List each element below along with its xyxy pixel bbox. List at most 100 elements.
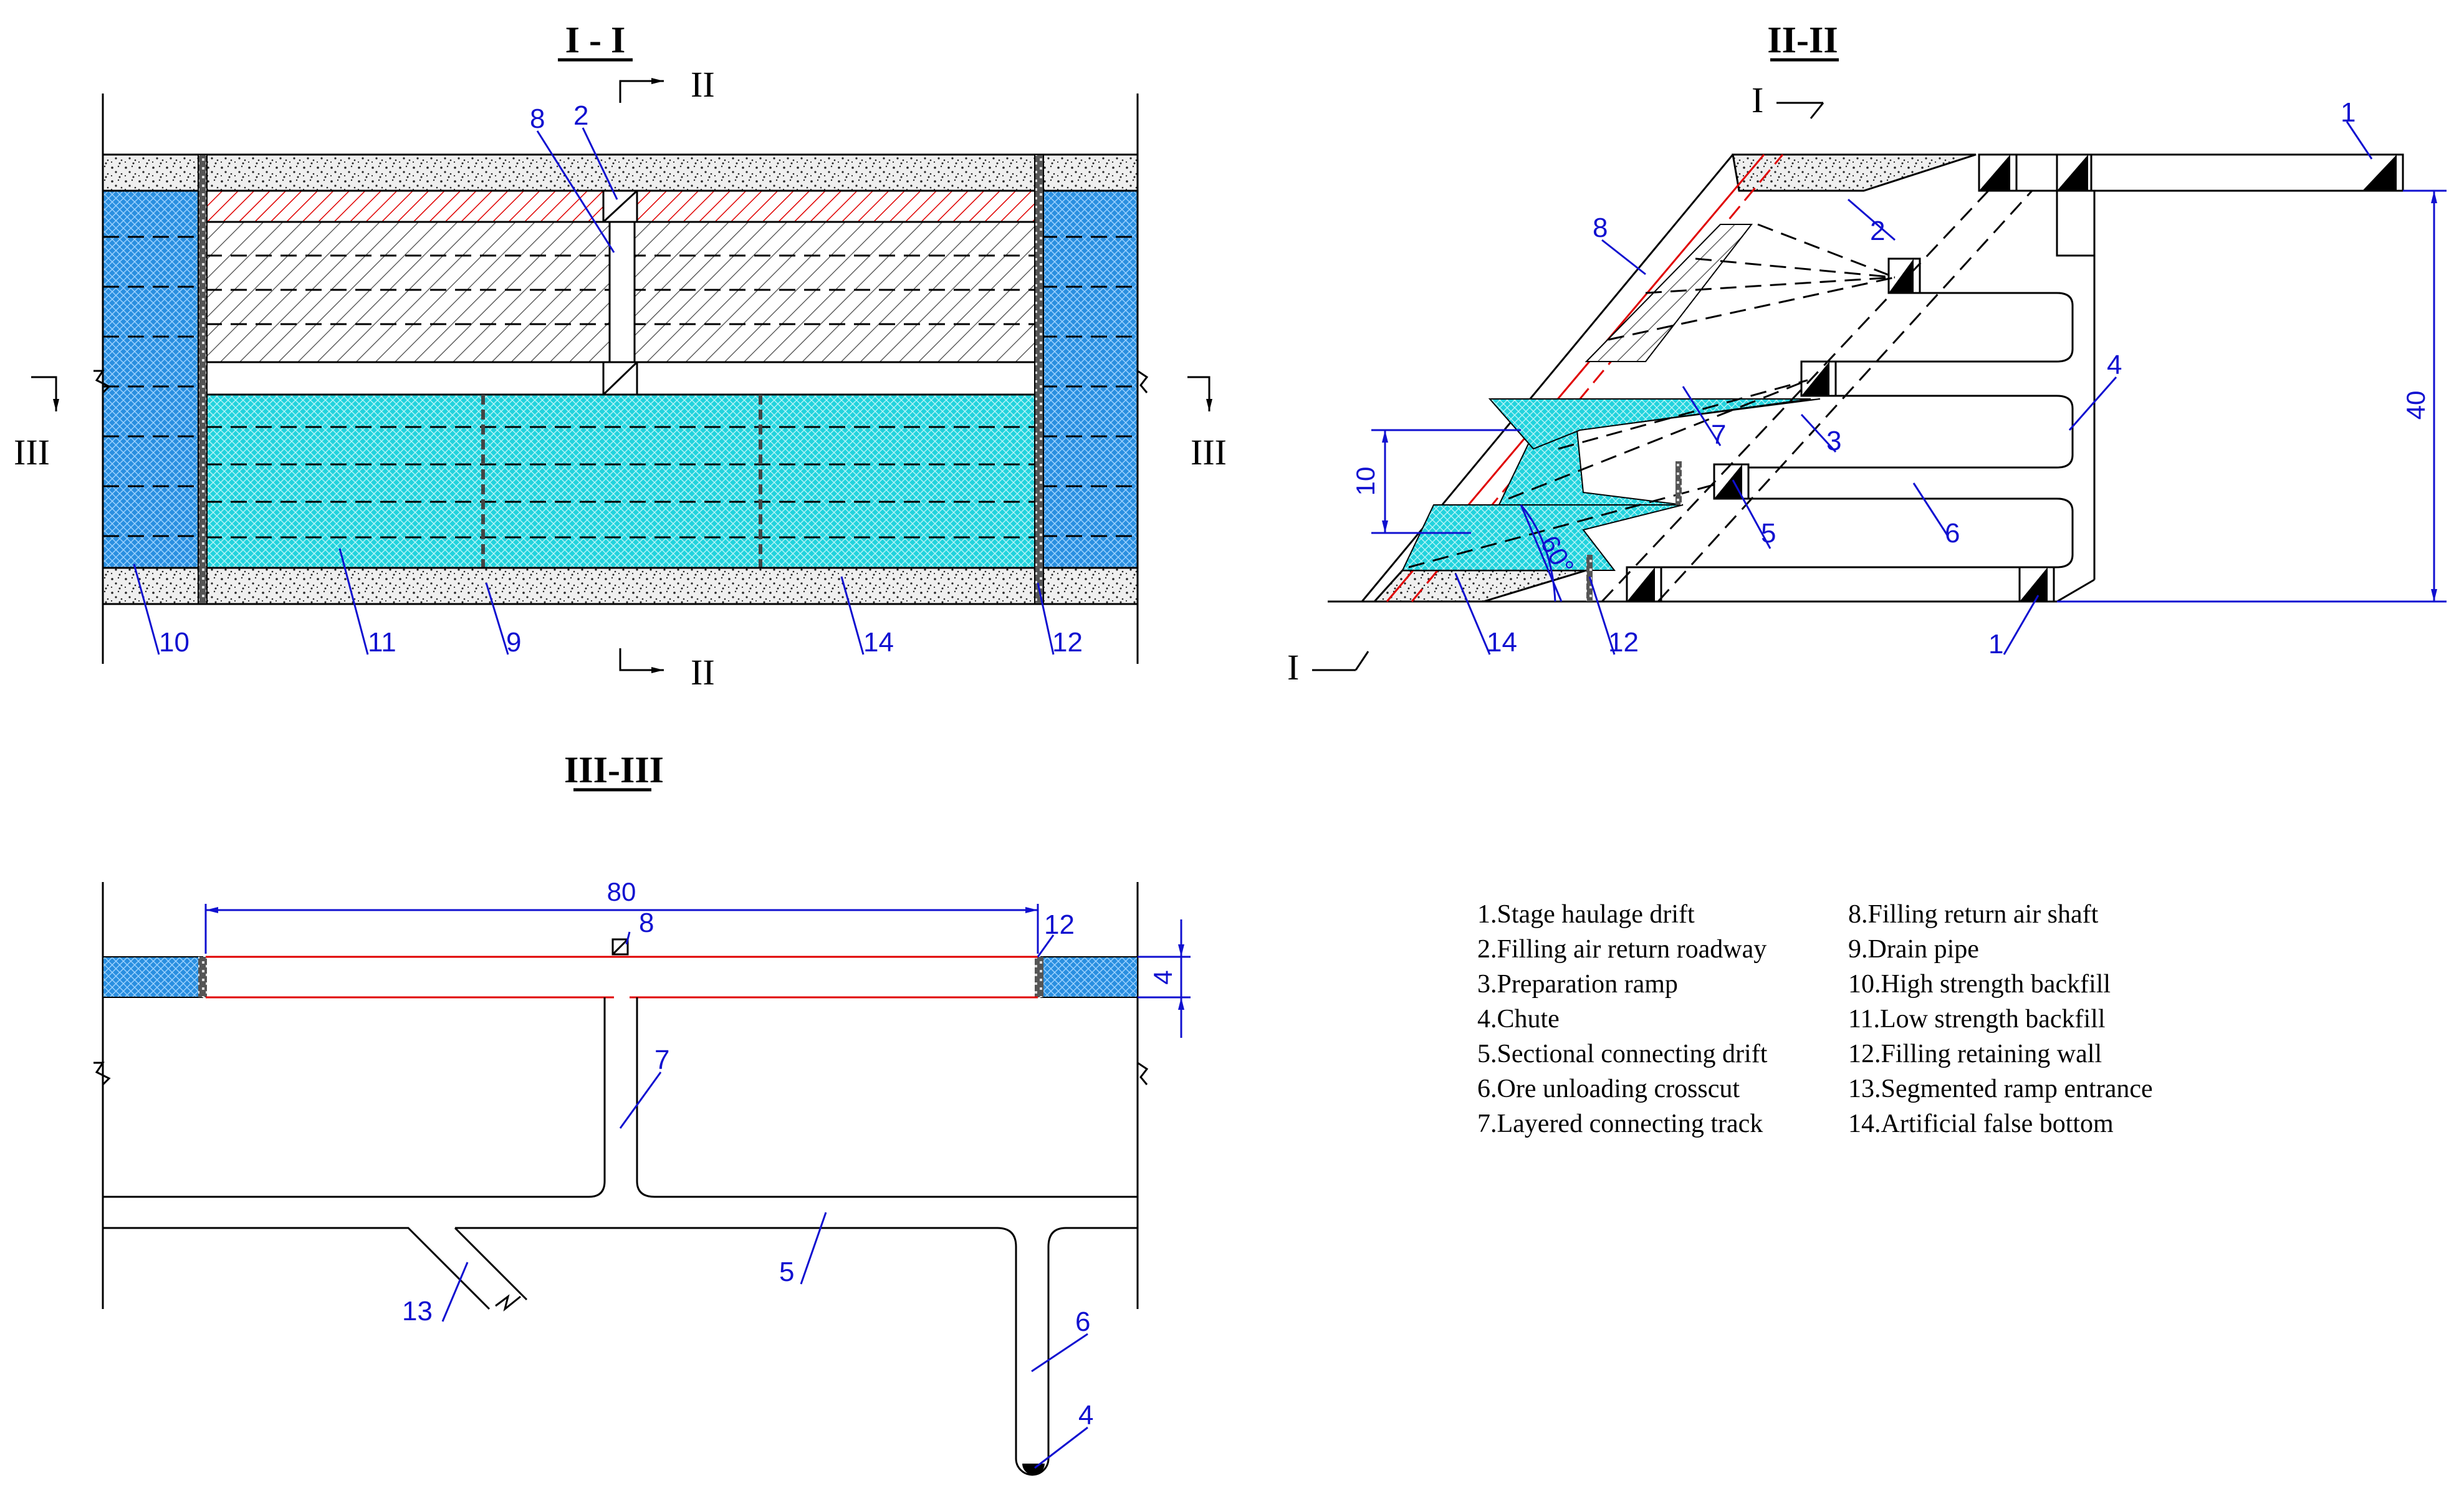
retaining-wall bbox=[1675, 461, 1682, 505]
leader-6 bbox=[1031, 1333, 1088, 1373]
break-mark bbox=[1137, 1062, 1149, 1085]
section-II-bottom: II bbox=[691, 652, 715, 693]
leader-4 bbox=[1034, 1426, 1088, 1469]
leader-1 bbox=[2346, 121, 2373, 160]
ramp-dash bbox=[1657, 189, 2033, 603]
dim-80: 80 bbox=[607, 877, 636, 906]
leader-13 bbox=[441, 1262, 469, 1322]
legend-item: 14.Artificial false bottom bbox=[1848, 1110, 2114, 1138]
cyan-backfill-lower bbox=[1401, 504, 1684, 571]
legend-item: 12.Filling retaining wall bbox=[1848, 1040, 2102, 1068]
leader-1b bbox=[2003, 595, 2040, 655]
high-strength-right bbox=[1040, 956, 1138, 998]
leader-2 bbox=[1848, 198, 1896, 241]
cyan-backfill-top bbox=[1488, 398, 1811, 450]
label-5: 5 bbox=[1761, 518, 1776, 549]
chute-fill bbox=[1022, 1464, 1045, 1475]
legend-item: 10.High strength backfill bbox=[1848, 970, 2111, 999]
section-mark-left bbox=[31, 376, 57, 411]
dim-4: 4 bbox=[1148, 970, 1177, 984]
label-10: 10 bbox=[159, 627, 189, 658]
section-II-top: II bbox=[691, 64, 715, 105]
legend-item: 11.Low strength backfill bbox=[1848, 1005, 2106, 1033]
arrow bbox=[651, 78, 664, 84]
section-III-left: III bbox=[14, 432, 50, 472]
arrow bbox=[1382, 520, 1388, 533]
section-mark bbox=[1354, 651, 1369, 671]
label-8: 8 bbox=[530, 103, 545, 134]
leader-3 bbox=[1800, 413, 1837, 453]
leader-14 bbox=[840, 576, 865, 655]
stage-haulage-drift-top bbox=[1978, 153, 2404, 192]
leader-9 bbox=[485, 582, 509, 655]
track-left-wall bbox=[103, 997, 606, 1198]
label-4: 4 bbox=[2107, 350, 2122, 380]
arrow bbox=[2431, 191, 2437, 203]
section-mark-top bbox=[619, 80, 664, 103]
fan-line bbox=[1508, 379, 1808, 500]
label-6: 6 bbox=[1075, 1307, 1090, 1337]
legend-item: 5.Sectional connecting drift bbox=[1477, 1040, 1768, 1068]
label-8: 8 bbox=[639, 908, 654, 938]
track-right-wall bbox=[636, 997, 1138, 1198]
arrow bbox=[1178, 944, 1184, 957]
arrow bbox=[1382, 430, 1388, 443]
break-mark bbox=[1137, 370, 1149, 393]
fan-line bbox=[1558, 379, 1808, 450]
arrow bbox=[1178, 997, 1184, 1010]
dim-10: 10 bbox=[1351, 467, 1380, 496]
high-strength-left bbox=[102, 956, 203, 998]
chute-line bbox=[2056, 578, 2095, 603]
arrow bbox=[1025, 907, 1038, 913]
retaining-wall bbox=[1035, 957, 1043, 997]
top-gravel-layer bbox=[102, 153, 1139, 192]
break-mark bbox=[93, 370, 111, 394]
angle-leader bbox=[1520, 504, 1563, 602]
title-section-1: I - I bbox=[565, 19, 626, 60]
leader-7 bbox=[1682, 386, 1722, 446]
crosscut bbox=[2056, 191, 2096, 257]
view-2-2: II-II I I bbox=[1287, 19, 2447, 688]
leader-10 bbox=[133, 563, 160, 655]
leader-12 bbox=[1037, 934, 1055, 957]
leader-11 bbox=[338, 548, 369, 655]
section-mark-bottom bbox=[619, 648, 664, 671]
break-mark bbox=[495, 1294, 521, 1312]
arrow bbox=[1206, 399, 1212, 411]
leader-8 bbox=[536, 130, 615, 253]
ramp-entrance bbox=[454, 1227, 528, 1301]
chute-mark bbox=[1801, 362, 1829, 396]
leader-4 bbox=[2068, 376, 2117, 431]
chute-mark bbox=[1627, 567, 1655, 602]
title-section-3: III-III bbox=[564, 749, 664, 790]
ore-hatch-wedge bbox=[1584, 224, 1753, 362]
label-1a: 1 bbox=[2341, 97, 2356, 128]
label-1b: 1 bbox=[1988, 629, 2003, 659]
arrow bbox=[206, 907, 218, 913]
label-7: 7 bbox=[654, 1045, 669, 1075]
arrow bbox=[53, 399, 59, 411]
box-diagonal bbox=[611, 938, 629, 956]
legend-item: 9.Drain pipe bbox=[1848, 935, 1979, 964]
section-I-top: I bbox=[1752, 80, 1763, 120]
drift-lower-right bbox=[455, 1227, 1138, 1476]
leader-8 bbox=[1601, 239, 1646, 276]
fan-line bbox=[1408, 482, 1721, 568]
label-4: 4 bbox=[1078, 1400, 1093, 1431]
retaining-wall-right bbox=[1034, 154, 1044, 605]
label-11: 11 bbox=[368, 627, 396, 658]
label-12: 12 bbox=[1608, 627, 1639, 658]
chute-mark bbox=[1889, 259, 1914, 293]
high-strength-backfill-right bbox=[1040, 189, 1139, 569]
chute-mark bbox=[1979, 155, 2010, 191]
leader-5 bbox=[800, 1212, 827, 1285]
retaining-wall-left bbox=[198, 154, 208, 605]
leader-5 bbox=[1732, 479, 1771, 549]
leader-8 bbox=[625, 931, 631, 945]
label-14: 14 bbox=[863, 627, 894, 658]
angle-arc bbox=[1520, 504, 1556, 602]
high-strength-backfill-left bbox=[102, 189, 204, 569]
label-13: 13 bbox=[402, 1296, 433, 1326]
arrow bbox=[2431, 589, 2437, 602]
